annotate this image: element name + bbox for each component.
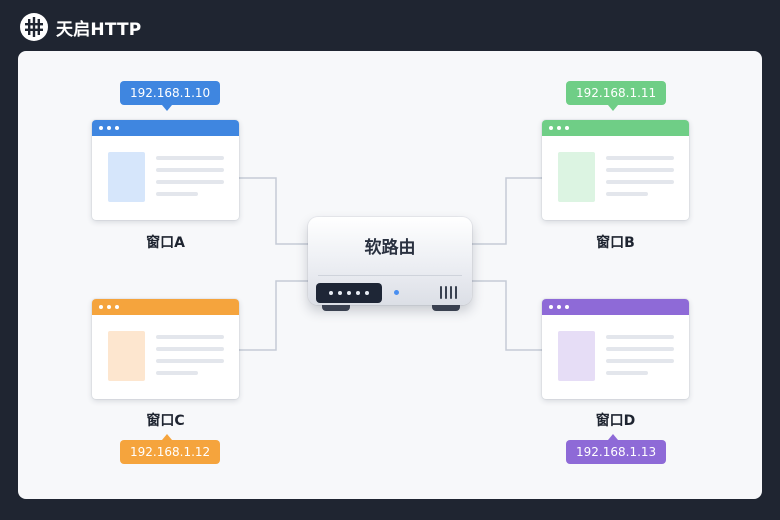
status-led-icon: [394, 290, 399, 295]
led-icon: [347, 291, 351, 295]
window-b-label: 窗口B: [596, 235, 635, 251]
brand: 天启HTTP: [20, 12, 141, 42]
window-c-label: 窗口C: [146, 413, 185, 429]
brand-name: 天启HTTP: [56, 19, 142, 40]
connector-c: [239, 280, 310, 351]
ip-text-b: 192.168.1.11: [576, 86, 657, 100]
window-c-thumbnail: [108, 331, 145, 381]
ip-badge-d: 192.168.1.13: [566, 434, 667, 464]
router-foot-right: [432, 305, 460, 311]
led-icon: [356, 291, 360, 295]
window-d: [542, 299, 689, 399]
window-c: [92, 299, 239, 399]
ip-badge-c: 192.168.1.12: [120, 434, 221, 464]
led-icon: [338, 291, 342, 295]
router-foot-left: [322, 305, 350, 311]
connector-b: [463, 177, 542, 245]
window-d-label: 窗口D: [595, 413, 636, 429]
ip-badge-a: 192.168.1.10: [120, 81, 221, 111]
window-c-titlebar: [92, 299, 239, 315]
router-label: 软路由: [364, 238, 416, 258]
router-led-panel: [316, 283, 382, 303]
ip-text-a: 192.168.1.10: [130, 86, 211, 100]
connector-d: [472, 280, 542, 351]
ip-text-c: 192.168.1.12: [130, 445, 211, 459]
ip-badge-b: 192.168.1.11: [566, 81, 667, 111]
window-d-thumbnail: [558, 331, 595, 381]
window-b: [542, 120, 689, 220]
connector-lines: [239, 177, 542, 351]
connector-a: [239, 177, 320, 245]
ip-text-d: 192.168.1.13: [576, 445, 657, 459]
window-b-titlebar: [542, 120, 689, 136]
window-d-titlebar: [542, 299, 689, 315]
window-a-label: 窗口A: [146, 235, 185, 251]
diagram-panel: 192.168.1.10 窗口A 192.168.1.11 窗口B: [18, 51, 762, 499]
led-icon: [365, 291, 369, 295]
window-a-thumbnail: [108, 152, 145, 202]
window-a: [92, 120, 239, 220]
vent-grille-icon: [440, 286, 457, 299]
window-a-titlebar: [92, 120, 239, 136]
soft-router: 软路由: [308, 217, 472, 313]
brand-logo-icon: [20, 13, 48, 41]
led-icon: [329, 291, 333, 295]
window-b-thumbnail: [558, 152, 595, 202]
